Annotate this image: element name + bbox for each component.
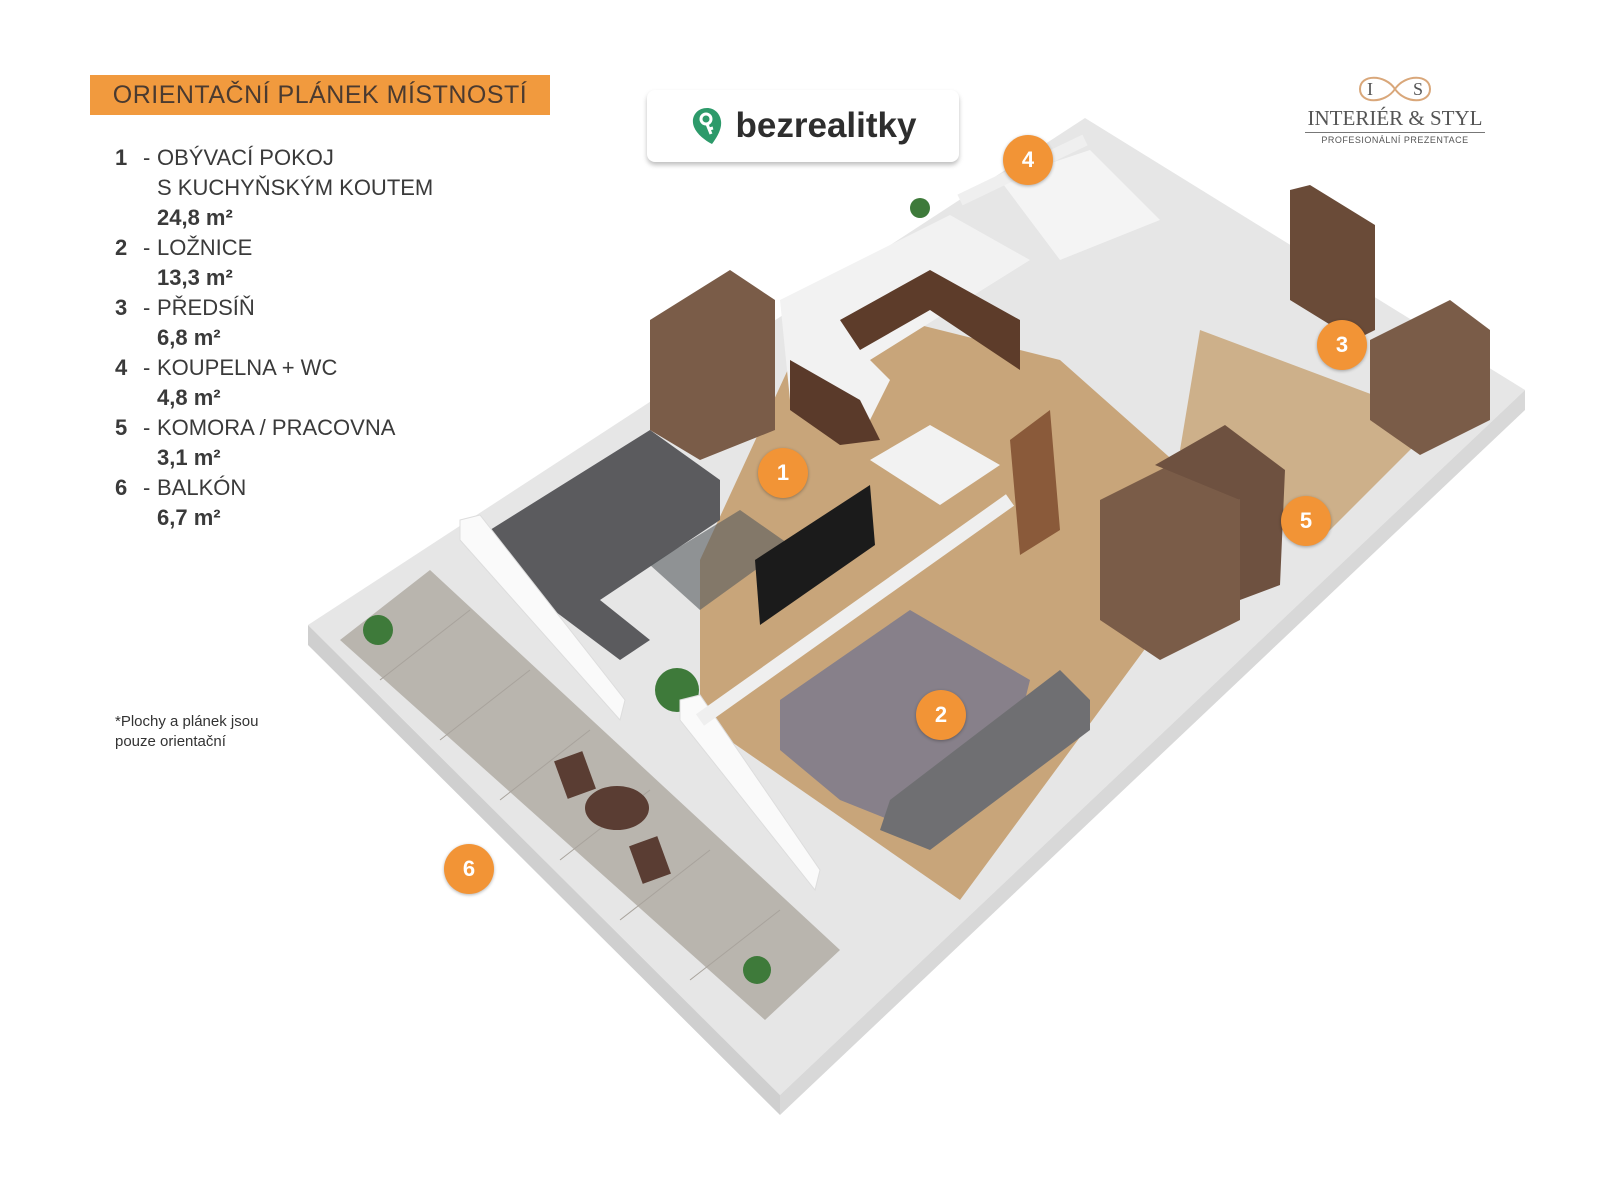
plant [363,615,393,645]
balcony-floor [340,570,840,1020]
room-number: 5 [115,415,128,440]
room-name-line2: S KUCHYŇSKÝM KOUTEM [157,175,434,200]
dining-table [870,425,1000,505]
room-area: 24,8 m² [157,205,233,230]
note-line: *Plochy a plánek jsou [115,713,259,730]
plan-title: ORIENTAČNÍ PLÁNEK MÍSTNOSTÍ [112,80,528,109]
room-number: 1 [115,145,128,170]
room-marker-1: 1 [758,448,808,498]
bed [780,610,1030,820]
room-marker-5: 5 [1281,496,1331,546]
balcony-door [679,694,821,892]
room-marker-4: 4 [1003,135,1053,185]
room-number: 4 [115,355,128,380]
room-name: KOUPELNA + WC [157,355,338,380]
wardrobe [650,270,775,460]
note-line: pouze orientační [115,733,226,750]
wardrobe [1370,300,1490,455]
room-name: PŘEDSÍŇ [157,295,255,320]
room-name: KOMORA / PRACOVNA [157,415,396,440]
balcony-table [585,786,649,830]
room-number: 2 [115,235,128,260]
partner-name: INTERIÉR & STYL [1305,106,1485,133]
room-number: 6 [115,475,128,500]
plant [743,956,771,984]
coffee-table [650,510,790,610]
room-legend: 1-OBÝVACÍ POKOJ S KUCHYŇSKÝM KOUTEM 24,8… [115,143,433,533]
partner-tagline: PROFESIONÁLNÍ PREZENTACE [1321,135,1469,145]
balcony-door [459,514,626,722]
disclaimer-note: *Plochy a plánek jsou pouze orientační [115,712,258,752]
plant [910,198,930,218]
room-area: 6,8 m² [157,325,221,350]
room-marker-2: 2 [916,690,966,740]
room-area: 4,8 m² [157,385,221,410]
room-name: BALKÓN [157,475,247,500]
monogram-i: I [1367,79,1373,99]
key-pin-icon [692,108,721,144]
plan-title-banner: ORIENTAČNÍ PLÁNEK MÍSTNOSTÍ [90,75,550,115]
room-area: 3,1 m² [157,445,221,470]
room-name: OBÝVACÍ POKOJ [157,145,334,170]
room-marker-3: 3 [1317,320,1367,370]
tv [755,485,875,625]
infinity-ornament-icon [1358,76,1432,102]
brand-name: bezrealitky [735,106,917,145]
kitchen-counter [780,215,1030,440]
room-marker-6: 6 [444,844,494,894]
door [1290,185,1375,340]
bezrealitky-logo: bezrealitky [647,90,959,162]
room-area: 6,7 m² [157,505,221,530]
glass-door [1010,410,1060,555]
monogram-s: S [1413,79,1424,99]
wardrobe [1100,460,1240,660]
room-name: LOŽNICE [157,235,253,260]
bed-headboard [880,670,1090,850]
room-area: 13,3 m² [157,265,233,290]
interier-styl-logo: I S INTERIÉR & STYL PROFESIONÁLNÍ PREZEN… [1305,72,1485,145]
room-number: 3 [115,295,128,320]
monogram: I S [1305,72,1485,106]
